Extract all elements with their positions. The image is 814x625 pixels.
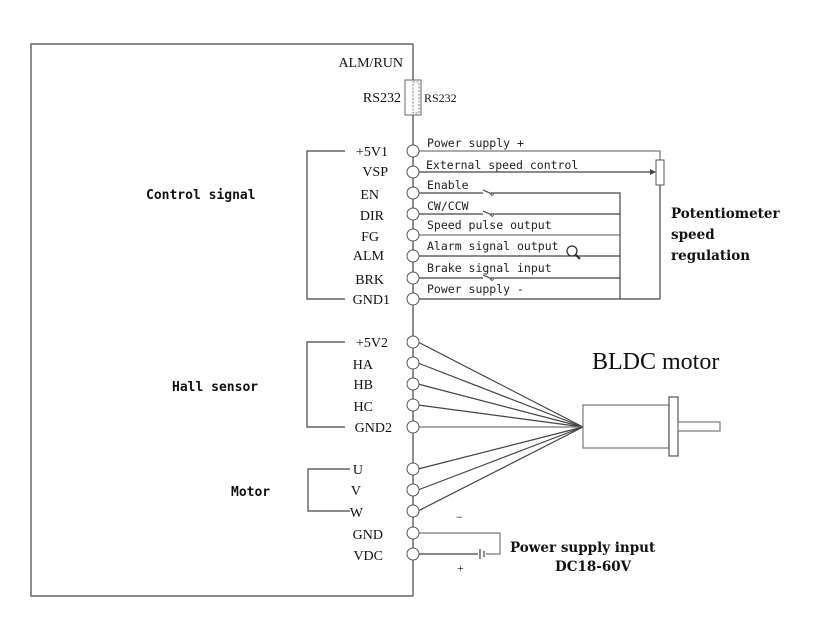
terminal-label-ha: HA [353, 358, 374, 373]
terminal-gnd2[interactable] [406, 420, 420, 434]
terminal-label-w: W [350, 506, 364, 521]
terminal-label-5v1: +5V1 [356, 145, 388, 160]
terminal-brk[interactable] [406, 271, 420, 285]
terminal-label-v: V [351, 484, 361, 499]
terminal-label-gnd1: GND1 [353, 293, 390, 308]
terminal-5v1[interactable] [406, 144, 420, 158]
driver-enclosure [30, 43, 413, 597]
terminal-5v2[interactable] [406, 335, 420, 349]
hall-group-label: Hall sensor [172, 380, 258, 395]
motor-bracket [307, 468, 350, 512]
wiper-arrow-icon [650, 169, 656, 175]
signal-label-vsp: External speed control [426, 158, 578, 172]
power-input-range: DC18-60V [555, 559, 632, 575]
terminal-alm[interactable] [406, 249, 420, 263]
terminal-label-u: U [353, 463, 363, 478]
rs232-port[interactable] [404, 79, 422, 116]
wire-power-plus [419, 150, 661, 160]
signal-label-fg: Speed pulse output [427, 218, 552, 232]
terminal-label-fg: FG [361, 230, 379, 245]
motor-flange [668, 396, 679, 457]
wire-ha [417, 362, 584, 428]
rs232-outer-label: RS232 [424, 91, 457, 105]
motor-cable-bundle [417, 341, 584, 512]
terminal-label-hb: HB [354, 378, 373, 393]
terminal-label-hc: HC [354, 400, 373, 415]
potentiometer-label: Potentiometer [671, 206, 781, 222]
signal-label-brk: Brake signal input [427, 261, 552, 275]
wire-hc [417, 404, 584, 428]
power-plus-sign: + [457, 561, 464, 575]
rs232-inner-label: RS232 [363, 91, 401, 106]
potentiometer-label: speed [671, 227, 715, 243]
motor-body[interactable] [582, 404, 670, 449]
wire-hb [417, 383, 584, 428]
terminal-hb[interactable] [406, 377, 420, 391]
terminal-label-gnd: GND [353, 528, 383, 543]
potentiometer-label: regulation [671, 248, 750, 264]
terminal-v[interactable] [406, 483, 420, 497]
hall-bracket [306, 341, 345, 428]
terminal-label-5v2: +5V2 [356, 336, 388, 351]
motor-title: BLDC motor [592, 349, 719, 375]
signal-label-power-minus: Power supply - [427, 282, 524, 296]
signal-label-dir: CW/CCW [427, 199, 469, 213]
terminal-vsp[interactable] [406, 165, 420, 179]
terminal-label-brk: BRK [355, 273, 384, 288]
terminal-gnd[interactable] [406, 526, 420, 540]
wire-v [417, 426, 584, 491]
alm-run-label: ALM/RUN [338, 56, 403, 71]
terminal-label-gnd2: GND2 [355, 421, 392, 436]
magnifier-cursor-icon [566, 245, 581, 260]
control-group-label: Control signal [146, 188, 256, 203]
motor-group-label: Motor [231, 485, 270, 500]
terminal-gnd1[interactable] [406, 292, 420, 306]
wire-5v2 [417, 341, 584, 428]
wire-gnd-power [419, 532, 501, 555]
terminal-en[interactable] [406, 186, 420, 200]
potentiometer[interactable] [655, 159, 665, 186]
wire-w [417, 426, 584, 512]
power-input-label: Power supply input [510, 540, 656, 556]
terminal-label-vdc: VDC [353, 549, 383, 564]
terminal-label-dir: DIR [360, 209, 385, 224]
terminal-vdc[interactable] [406, 547, 420, 561]
control-bracket [306, 150, 345, 300]
terminal-dir[interactable] [406, 207, 420, 221]
terminal-label-en: EN [360, 188, 379, 203]
motor-shaft [677, 421, 721, 432]
power-minus-sign: − [456, 510, 463, 524]
signal-label-en: Enable [427, 178, 469, 192]
signal-label-power-plus: Power supply + [427, 136, 524, 150]
terminal-ha[interactable] [406, 356, 420, 370]
terminal-label-vsp: VSP [362, 165, 388, 180]
terminal-u[interactable] [406, 462, 420, 476]
battery-icon [479, 549, 485, 559]
terminal-hc[interactable] [406, 398, 420, 412]
signal-label-alm: Alarm signal output [427, 239, 559, 253]
terminal-fg[interactable] [406, 228, 420, 242]
terminal-label-alm: ALM [353, 249, 385, 264]
rs232-port-inner [412, 81, 420, 114]
wire-u [417, 426, 584, 470]
terminal-w[interactable] [406, 504, 420, 518]
